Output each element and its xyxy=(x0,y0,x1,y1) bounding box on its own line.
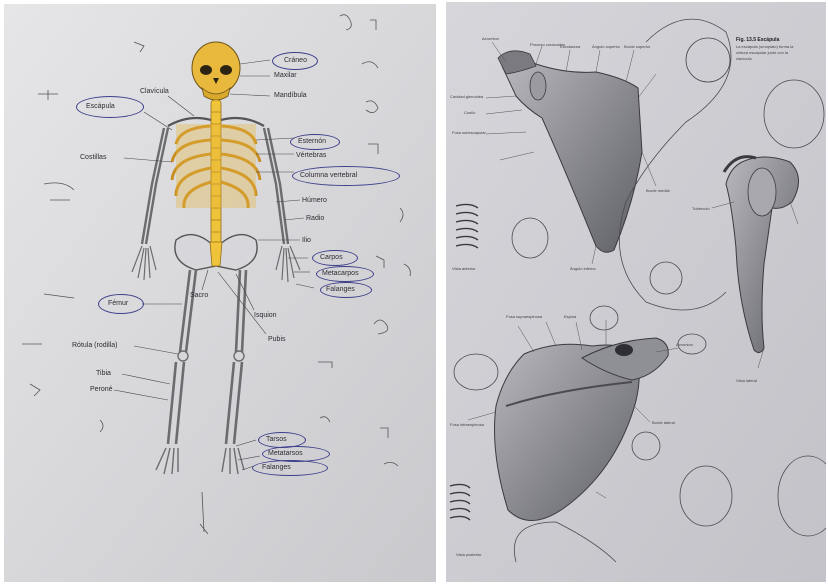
label-falanges-pie: Falanges xyxy=(262,464,291,472)
label-angulo-sup: Ángulo superior xyxy=(592,44,620,49)
label-acromion-posterior: Acromion xyxy=(676,342,693,347)
label-metatarsos: Metatarsos xyxy=(268,450,303,458)
label-espina: Espina xyxy=(564,314,576,319)
label-vista-anterior: Vista anterior xyxy=(452,266,476,271)
skeleton-worksheet-photo: Cráneo Maxilar Mandíbula Clavícula Escáp… xyxy=(4,4,436,582)
label-ilio: Ilio xyxy=(302,237,311,245)
label-tarsos: Tarsos xyxy=(266,436,287,444)
label-rotula: Rótula (rodilla) xyxy=(72,342,118,350)
label-vista-posterior: Vista posterior xyxy=(456,552,482,557)
skeleton-drawing xyxy=(4,4,436,582)
scapula-drawing xyxy=(446,2,826,582)
label-mandibula: Mandíbula xyxy=(274,92,307,100)
figure-caption-line-2: cintura escapular junto con la xyxy=(736,50,788,55)
label-isquion: Isquion xyxy=(254,312,277,320)
label-perone: Peroné xyxy=(90,386,113,394)
label-clavicula: Clavícula xyxy=(140,88,169,96)
label-esternon: Esternón xyxy=(298,138,326,146)
figure-caption-line-3: clavícula xyxy=(736,56,752,61)
label-cuello: Cuello xyxy=(464,110,475,115)
label-sacro: Sacro xyxy=(190,292,208,300)
label-borde-lateral: Borde lateral xyxy=(652,420,675,425)
label-vista-lateral: Vista lateral xyxy=(736,378,757,383)
figure-caption-line-1: La escápula (omóplato) forma la xyxy=(736,44,793,49)
label-cavidad: Cavidad glenoidea xyxy=(450,94,483,99)
label-borde-medial: Borde medial xyxy=(646,188,670,193)
label-tibia: Tibia xyxy=(96,370,111,378)
label-escapula: Escápula xyxy=(86,103,115,111)
label-fosa-infra: Fosa infraespinosa xyxy=(450,422,484,427)
label-fosa-sub: Fosa subescapular xyxy=(452,130,486,135)
label-vertebras: Vértebras xyxy=(296,152,326,160)
label-escotadura: Escotadura xyxy=(560,44,580,49)
label-falanges-mano: Falanges xyxy=(326,286,355,294)
label-humero: Húmero xyxy=(302,197,327,205)
label-femur: Fémur xyxy=(108,300,128,308)
label-costillas: Costillas xyxy=(80,154,106,162)
label-acromion: Acromion xyxy=(482,36,499,41)
label-borde-sup: Borde superior xyxy=(624,44,650,49)
label-tuberculo: Tubérculo xyxy=(692,206,710,211)
label-fosa-supra: Fosa supraespinosa xyxy=(506,314,542,319)
label-pubis: Pubis xyxy=(268,336,286,344)
label-angulo-inf: Ángulo inferior xyxy=(570,266,596,271)
label-columna: Columna vertebral xyxy=(300,172,357,180)
label-metacarpos: Metacarpos xyxy=(322,270,359,278)
figure-title: Fig. 13.5 Escápula xyxy=(736,36,779,44)
label-craneo: Cráneo xyxy=(284,57,307,65)
scapula-textbook-photo: Fig. 13.5 Escápula La escápula (omóplato… xyxy=(446,2,826,582)
label-maxilar: Maxilar xyxy=(274,72,297,80)
label-radio: Radio xyxy=(306,215,324,223)
label-carpos: Carpos xyxy=(320,254,343,262)
